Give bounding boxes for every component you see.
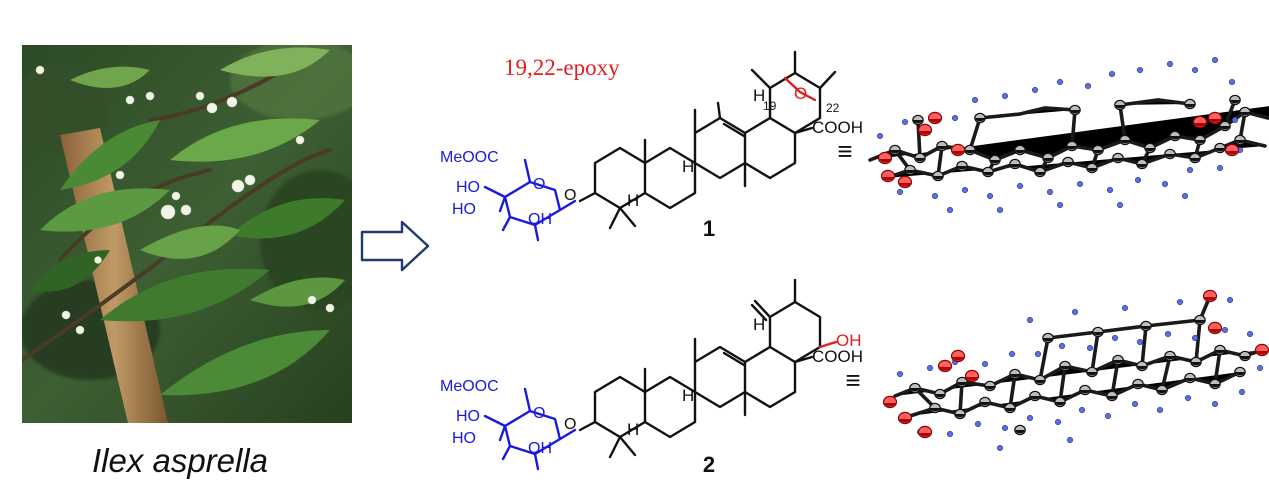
compound-2-sugar-hydroxyl-3: OH [528, 440, 552, 457]
compound-1-acid-label: COOH [812, 118, 863, 137]
flowers [35, 65, 335, 335]
compound-1-sugar-ester-label: MeOOC [440, 149, 499, 166]
compound-2-h-label-1: H [753, 315, 765, 334]
compound-1-sugar-hydroxyl-2: HO [452, 201, 476, 218]
compound-1-number: 1 [703, 216, 715, 241]
compound-1-structure: 19,22-epoxy 19 22 O COOH H H H MeOOC HO … [440, 50, 863, 242]
compound-2-hydroxyl-label: OH [836, 331, 862, 350]
epoxy-annotation: 19,22-epoxy [504, 55, 620, 80]
compound-2-glycosidic-oxygen: O [564, 416, 576, 433]
photo-caption: Ilex asprella [92, 442, 268, 479]
compound-1-sugar-hydroxyl-1: HO [456, 179, 480, 196]
compound-1-equivalence-symbol: ≡ [837, 136, 852, 166]
compound-1-h-label-2: H [682, 157, 694, 176]
compound-1-h-label-1: H [753, 86, 765, 105]
compound-1-glycosidic-oxygen: O [564, 187, 576, 204]
xray-model-1 [868, 56, 1269, 213]
epoxy-oxygen-label: O [794, 84, 807, 103]
compound-1-sugar-ring-oxygen: O [533, 176, 545, 193]
xray-2-hydrogens [896, 296, 1263, 452]
hollow-right-arrow-icon [360, 220, 430, 272]
compound-2-equivalence-symbol: ≡ [845, 365, 860, 395]
compound-2-sugar-hydroxyl-2: HO [452, 430, 476, 447]
xray-model-2 [882, 289, 1269, 452]
compound-2-sugar-hydroxyl-1: HO [456, 408, 480, 425]
compound-2-number: 2 [703, 452, 715, 477]
compound-2-h-label-3: H [627, 420, 639, 439]
leaves [30, 47, 345, 396]
compound-1-sugar-hydroxyl-3: OH [528, 211, 552, 228]
position-label-19: 19 [763, 99, 777, 113]
compound-2-sugar-ring-oxygen: O [533, 405, 545, 422]
position-label-22: 22 [826, 101, 840, 115]
compound-2-sugar-ester-label: MeOOC [440, 378, 499, 395]
compound-2-structure: OH COOH H H H MeOOC HO HO OH O O 2 [440, 278, 863, 477]
ilex-asprella-photo [22, 45, 352, 423]
compound-2-h-label-2: H [682, 386, 694, 405]
compound-2-acid-label: COOH [812, 347, 863, 366]
compound-1-h-label-3: H [627, 191, 639, 210]
